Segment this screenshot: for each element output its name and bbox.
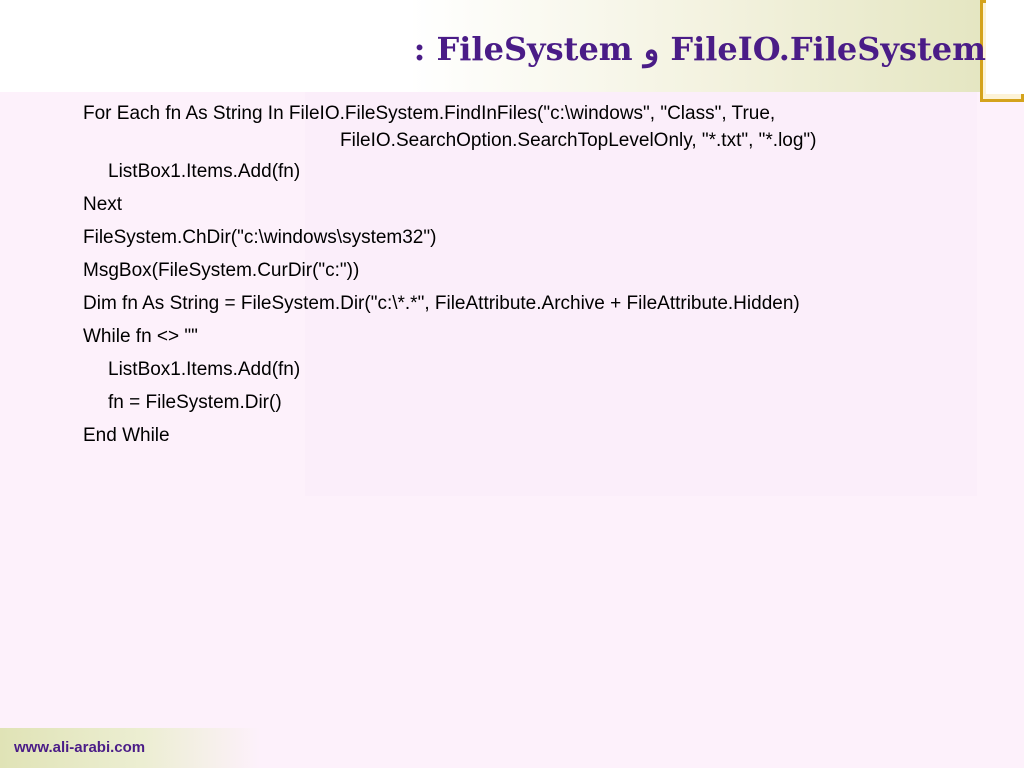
code-line: Dim fn As String = FileSystem.Dir("c:\*.… [83, 293, 800, 314]
code-line: MsgBox(FileSystem.CurDir("c:")) [83, 260, 360, 281]
code-line: ListBox1.Items.Add(fn) [108, 359, 301, 380]
code-line: fn = FileSystem.Dir() [108, 392, 282, 413]
content-panel [305, 92, 977, 496]
code-line-part: For Each fn As String In FileIO.FileSyst… [83, 103, 776, 124]
code-line-continuation: FileIO.SearchOption.SearchTopLevelOnly, … [340, 130, 817, 151]
code-line: FileSystem.ChDir("c:\windows\system32") [83, 227, 437, 248]
code-line: For Each fn As String In FileIO.FileSyst… [83, 100, 983, 158]
code-line: While fn <> "" [83, 326, 198, 347]
code-line: ListBox1.Items.Add(fn) [108, 161, 301, 182]
code-block: For Each fn As String In FileIO.FileSyst… [83, 100, 983, 455]
footer-bar [0, 728, 260, 768]
title-bar [0, 0, 1024, 92]
slide-title: : FileSystem و FileIO.FileSystem [413, 30, 986, 68]
title-accent-fill [986, 0, 1024, 94]
footer-url: www.ali-arabi.com [14, 739, 146, 756]
code-line: End While [83, 425, 170, 446]
code-line: Next [83, 194, 123, 215]
